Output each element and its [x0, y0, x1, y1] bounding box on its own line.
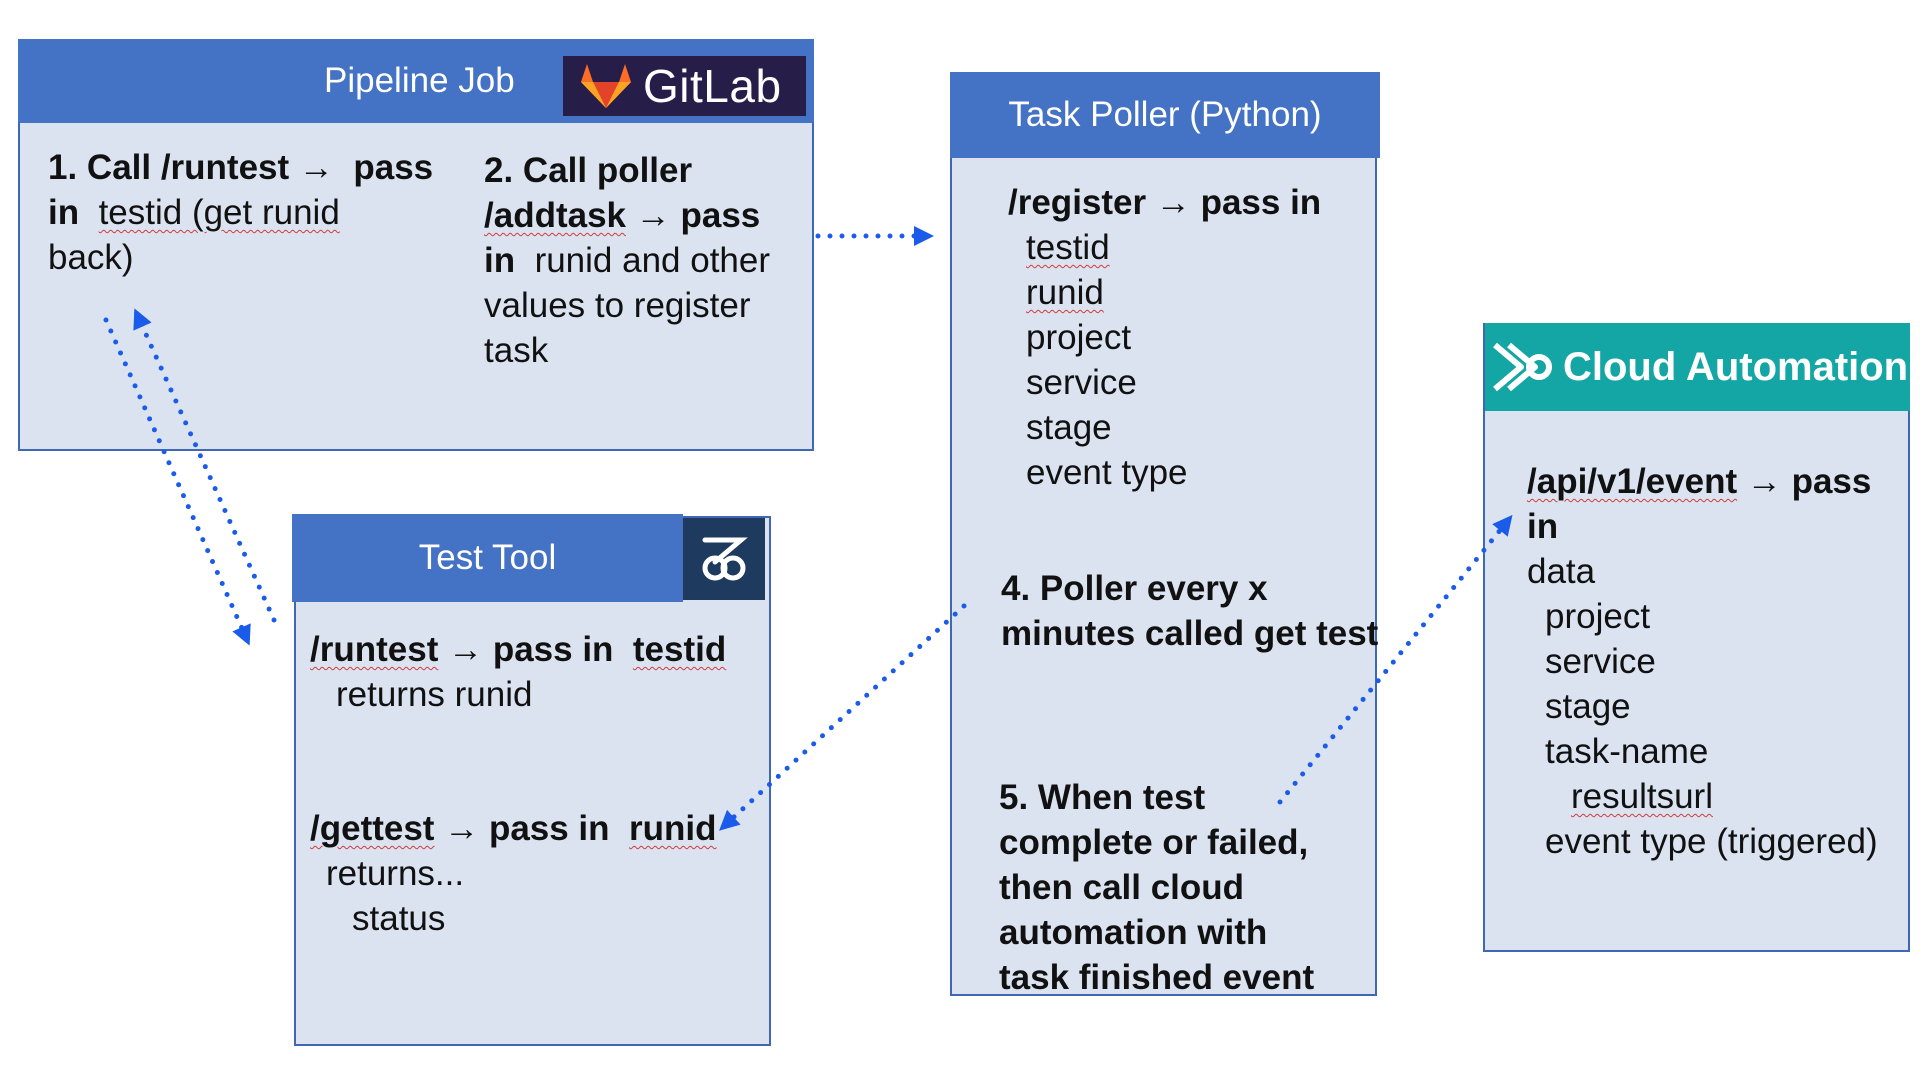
step1-line1: 1. Call /runtest → pass	[48, 148, 434, 187]
cloud-field-service: service	[1545, 642, 1656, 681]
cloud-automation-icon	[1493, 342, 1552, 392]
runtest-returns: returns runid	[336, 675, 533, 714]
runtest-line: /runtest → pass in testid	[310, 630, 727, 669]
connector-testtool-to-pipeline	[133, 308, 277, 623]
step5-line4: automation with	[999, 913, 1268, 952]
connector-pipeline-to-testtool	[103, 317, 251, 646]
poller-param-stage: stage	[1026, 408, 1112, 447]
cloud-field-data: data	[1527, 552, 1596, 591]
cloud-automation-logo: Cloud Automation	[1485, 323, 1910, 411]
step2-line3: in runid and other	[484, 241, 771, 280]
step5-line5: task finished event	[999, 958, 1315, 997]
poller-param-runid: runid	[1026, 273, 1104, 312]
connector-poller-to-cloud	[1277, 514, 1513, 805]
gitlab-fox-icon	[581, 64, 631, 108]
step4-line1: 4. Poller every x	[1001, 569, 1268, 608]
task-poller-panel	[950, 72, 1377, 996]
cloud-automation-panel	[1483, 323, 1910, 952]
step1-line2: in testid (get runid	[48, 193, 340, 232]
gitlab-logo-text: GitLab	[643, 60, 782, 112]
test-tool-header: Test Tool	[292, 514, 683, 602]
poller-param-project: project	[1026, 318, 1132, 357]
step2-line1: 2. Call poller	[484, 151, 693, 190]
gitlab-logo: GitLab	[563, 56, 806, 116]
task-poller-title: Task Poller (Python)	[1008, 95, 1322, 134]
gettest-line: /gettest → pass in runid	[310, 809, 717, 848]
step5-line2: complete or failed,	[999, 823, 1309, 862]
step2-line5: task	[484, 331, 549, 370]
cloud-field-project: project	[1545, 597, 1651, 636]
test-tool-title: Test Tool	[418, 538, 557, 577]
gettest-status: status	[352, 899, 446, 938]
step4-line2: minutes called get test	[1001, 614, 1379, 653]
cloud-field-event-type: event type (triggered)	[1545, 822, 1878, 861]
test-tool-logo	[683, 518, 765, 600]
cloud-endpoint-in: in	[1527, 507, 1559, 546]
cloud-endpoint-line: /api/v1/event → pass	[1527, 462, 1872, 501]
poller-param-testid: testid	[1026, 228, 1110, 267]
test-tool-logo-icon	[702, 537, 748, 581]
step5-line1: 5. When test	[999, 778, 1206, 817]
step2-line4: values to register	[484, 286, 751, 325]
pipeline-job-title: Pipeline Job	[324, 61, 515, 100]
connector-poller-to-testtool	[719, 603, 967, 831]
cloud-field-task-name: task-name	[1545, 732, 1709, 771]
register-line: /register → pass in	[1008, 183, 1322, 222]
poller-param-event-type: event type	[1026, 453, 1188, 492]
cloud-field-resultsurl: resultsurl	[1571, 777, 1713, 816]
cloud-automation-logo-text: Cloud Automation	[1563, 344, 1909, 389]
step2-line2: /addtask → pass	[484, 196, 761, 235]
step5-line3: then call cloud	[999, 868, 1245, 907]
gettest-returns: returns...	[326, 854, 465, 893]
task-poller-header: Task Poller (Python)	[950, 72, 1380, 158]
poller-param-service: service	[1026, 363, 1137, 402]
cloud-field-stage: stage	[1545, 687, 1631, 726]
step1-line3: back)	[48, 238, 134, 277]
